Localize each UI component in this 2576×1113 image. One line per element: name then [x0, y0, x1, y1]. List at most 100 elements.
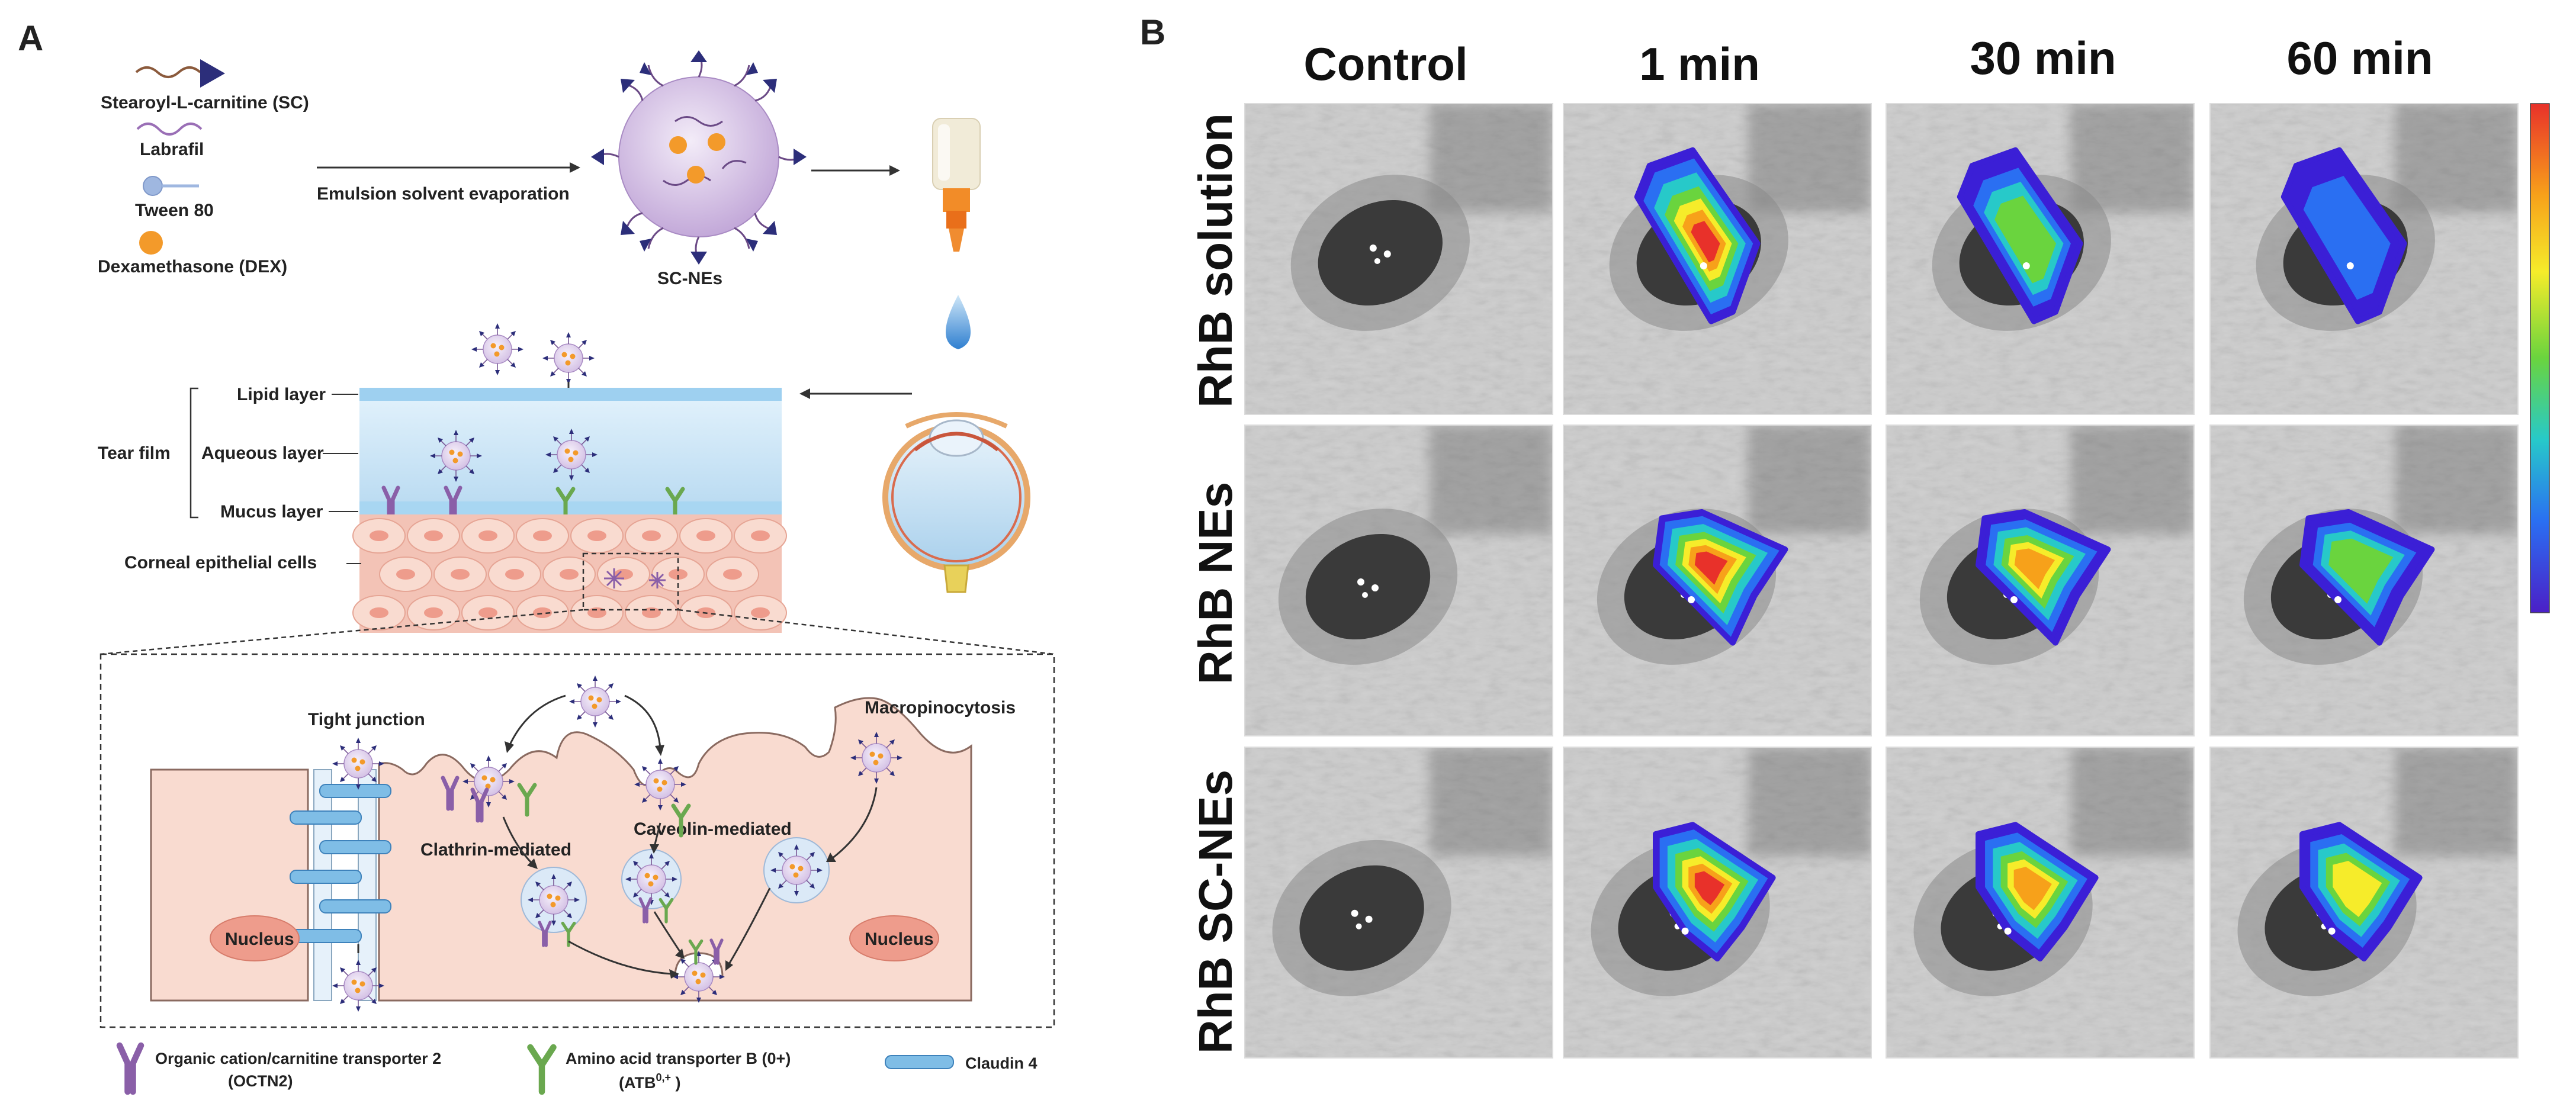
mucus-layer-label: Mucus layer [220, 502, 323, 522]
col-header-control: Control [1303, 38, 1467, 90]
atb-legend-suffix: ) [671, 1074, 681, 1092]
np-clathrin-vesicle [527, 873, 580, 927]
nanoparticle-aqueous-2 [545, 428, 598, 481]
eye-highlight [1688, 596, 1695, 603]
fluorescence-signal [1957, 147, 2083, 324]
nucleus-right-label: Nucleus [865, 929, 934, 949]
sc-ne-nanoparticle [591, 50, 807, 265]
sc-nes-label: SC-NEs [657, 269, 722, 288]
tile-border [1886, 747, 2195, 1059]
tile-border [1563, 103, 1872, 415]
shadow-corner [1748, 425, 1871, 534]
nucleus-right [849, 915, 939, 961]
tear-film-label: Tear film [98, 443, 171, 463]
signal-layer [2328, 538, 2394, 604]
epithelial-cell-nucleus [478, 607, 497, 618]
nucleus-left [210, 915, 300, 961]
np-top-center [568, 675, 622, 728]
fluorescence-image-r1-c1 [1244, 103, 1553, 415]
legend-labrafil-label: Labrafil [140, 140, 204, 159]
fluorescence-signal [1976, 509, 2111, 646]
fluorescence-image-r2-c1 [1244, 424, 1553, 736]
shadow-corner [2071, 425, 2194, 534]
corneal-cells-label: Corneal epithelial cells [124, 553, 317, 572]
tile-border [1563, 424, 1872, 736]
eye-highlight [1681, 927, 1689, 935]
epithelial-cell-nucleus [696, 530, 715, 541]
eye-highlight [1374, 258, 1380, 264]
epithelial-cell-nucleus [396, 569, 415, 580]
signal-layer [2013, 867, 2052, 911]
tile-border [2209, 103, 2519, 415]
fluorescence-image-r3-c1 [1244, 747, 1553, 1059]
epithelial-cell-nucleus [642, 607, 661, 618]
pathway-arrows [357, 694, 878, 975]
fluorescence-image-r3-c4 [2209, 747, 2519, 1059]
signal-layer [2014, 548, 2055, 590]
eye-highlight [1371, 584, 1379, 591]
drop-icon [945, 295, 971, 349]
tile-border [1244, 747, 1553, 1059]
epithelial-cell-nucleus [751, 607, 770, 618]
eye-highlight [1369, 245, 1377, 252]
tile-border [1244, 103, 1553, 415]
component-legend: Stearoyl-L-carnitine (SC) Labrafil Tween… [98, 59, 309, 276]
fluorescence-image-r3-c3 [1886, 747, 2195, 1059]
panel-a: A Stearoyl-L-carnitine (SC) Labrafil Twe… [18, 18, 1055, 1092]
col-header-60min: 60 min [2286, 32, 2433, 84]
legend-tween-label: Tween 80 [135, 201, 214, 220]
epithelial-cell-nucleus [560, 569, 579, 580]
zoom-region-box [582, 552, 679, 611]
row-header-rhb-nes: RhB NEs [1189, 482, 1242, 684]
np-macro-surface [850, 731, 903, 784]
row-headers: RhB solution RhB NEs RhB SC-NEs [1189, 113, 1242, 1054]
signal-layer [1691, 221, 1720, 263]
transporter-legend: Organic cation/carnitine transporter 2 (… [120, 1046, 1038, 1092]
zoom-line-left [100, 609, 584, 655]
labrafil-icon [136, 123, 203, 136]
epithelial-cell-nucleus [614, 569, 633, 580]
fluorescence-signal [1653, 822, 1776, 961]
eye-highlight [1356, 923, 1362, 929]
shadow-corner [1430, 425, 1553, 534]
eye-highlight [2022, 262, 2030, 269]
tile-border [2209, 747, 2519, 1059]
atb-legend-icon [531, 1047, 554, 1092]
atb-legend-prefix: (ATB [619, 1074, 656, 1092]
signal-layer [1694, 551, 1728, 585]
lipid-layer-label: Lipid layer [237, 385, 326, 404]
eye-highlight [1362, 592, 1368, 598]
fluorescence-image-r1-c2 [1563, 103, 1872, 415]
epithelial-cell-nucleus [587, 607, 606, 618]
aqueous-layer-label: Aqueous layer [201, 443, 324, 463]
tile-border [1244, 424, 1553, 736]
fluorescence-signal [2299, 509, 2435, 646]
tight-junction-label: Tight junction [308, 710, 425, 729]
eye-drop-bottle-icon [932, 118, 981, 252]
tile-border [1563, 747, 1872, 1059]
tile-border [1886, 103, 2195, 415]
fluorescence-image-r2-c2 [1563, 424, 1872, 736]
eyeball-illustration [882, 412, 1030, 593]
signal-layer [2303, 176, 2391, 300]
shadow-corner [1430, 104, 1553, 213]
arrow-to-bottle [811, 165, 900, 176]
eye-highlight [2010, 596, 2018, 603]
epithelial-cell-nucleus [669, 569, 688, 580]
macropinocytosis-label: Macropinocytosis [865, 698, 1016, 718]
claudin-legend-label: Claudin 4 [965, 1054, 1038, 1072]
atb-legend-sup: 0,+ [656, 1072, 671, 1083]
np-caveolin-surface [634, 758, 687, 811]
legend-sc-label: Stearoyl-L-carnitine (SC) [101, 93, 309, 112]
epithelial-cell-nucleus [723, 569, 742, 580]
row-header-rhb-solution: RhB solution [1189, 113, 1242, 408]
shadow-corner [1430, 747, 1553, 856]
caveolin-label: Caveolin-mediated [634, 819, 792, 839]
nanoparticle-top-1 [471, 323, 524, 376]
row-header-rhb-sc-nes: RhB SC-NEs [1189, 770, 1242, 1054]
epithelial-cell-nucleus [451, 569, 470, 580]
np-macropinosome [770, 844, 823, 897]
eye-pupil [1318, 200, 1443, 306]
signal-layer [1994, 195, 2057, 284]
